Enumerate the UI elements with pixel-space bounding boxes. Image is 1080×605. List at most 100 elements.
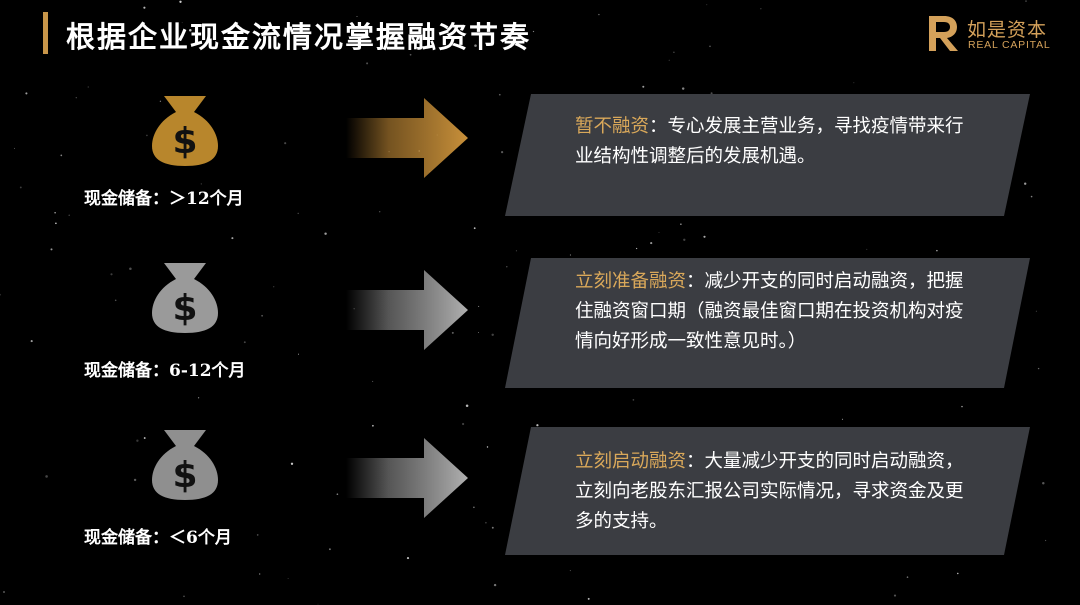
arrow-right-icon bbox=[346, 98, 468, 178]
star bbox=[197, 397, 200, 399]
star bbox=[133, 478, 137, 482]
money-bag-icon: $ bbox=[152, 263, 218, 333]
star bbox=[668, 59, 670, 61]
star bbox=[30, 340, 33, 343]
star bbox=[841, 418, 844, 420]
star bbox=[284, 142, 287, 145]
star bbox=[143, 6, 146, 9]
star bbox=[0, 293, 1, 296]
star bbox=[55, 222, 57, 225]
panel-background bbox=[505, 427, 1030, 555]
star bbox=[110, 273, 113, 276]
star bbox=[703, 235, 706, 238]
star bbox=[485, 521, 487, 524]
star bbox=[143, 437, 146, 439]
strategy-highlight: 立刻启动融资 bbox=[575, 451, 687, 472]
star bbox=[181, 22, 183, 24]
star bbox=[317, 603, 319, 605]
strategy-description: 暂不融资：专心发展主营业务，寻找疫情带来行业结构性调整后的发展机遇。 bbox=[575, 112, 975, 172]
star bbox=[297, 353, 300, 355]
star bbox=[372, 424, 374, 427]
star bbox=[3, 591, 5, 593]
star bbox=[1044, 539, 1047, 542]
star bbox=[328, 548, 331, 551]
star bbox=[19, 186, 22, 189]
star bbox=[25, 92, 28, 95]
star bbox=[366, 62, 369, 65]
star bbox=[473, 506, 475, 509]
star bbox=[259, 573, 261, 575]
star bbox=[121, 198, 123, 199]
star bbox=[273, 286, 275, 288]
arrow-right-icon bbox=[346, 270, 468, 350]
star bbox=[473, 227, 476, 230]
star bbox=[336, 493, 339, 496]
star bbox=[465, 404, 469, 407]
star bbox=[498, 93, 501, 96]
star bbox=[501, 151, 504, 154]
star bbox=[760, 8, 762, 10]
star bbox=[451, 331, 454, 334]
logo-name-cn: 如是资本 bbox=[967, 19, 1048, 41]
panel-background bbox=[505, 258, 1030, 388]
star bbox=[642, 85, 645, 88]
funding-row-3: $ 现金储备：＜6个月 立刻启动融资：大量减少开支的同时启动融资，立刻向老股东汇… bbox=[0, 425, 1080, 595]
funding-row-2: $ 现金储备：6-12个月 立刻准备融资：减少开支的同时启动融资，把握住融资窗口… bbox=[0, 253, 1080, 423]
dollar-symbol: $ bbox=[172, 121, 197, 162]
star bbox=[635, 247, 638, 250]
star bbox=[356, 16, 358, 18]
star bbox=[936, 249, 938, 252]
star bbox=[75, 97, 77, 99]
star bbox=[709, 45, 711, 48]
star bbox=[957, 572, 959, 575]
star bbox=[200, 183, 202, 185]
star bbox=[1035, 310, 1037, 312]
strategy-text: ：减少开支的同时启动融资，把握住融资窗口期（融资最佳窗口期在投资机构对疫情向好形… bbox=[575, 271, 964, 352]
star bbox=[462, 422, 465, 426]
title-accent-bar bbox=[43, 12, 48, 54]
funding-strategy-panel: 立刻启动融资：大量减少开支的同时启动融资，立刻向老股东汇报公司实际情况，寻求资金… bbox=[505, 427, 1030, 555]
star bbox=[183, 595, 185, 598]
star bbox=[632, 399, 635, 401]
star bbox=[680, 223, 682, 225]
star bbox=[866, 248, 868, 250]
star bbox=[474, 44, 477, 47]
star bbox=[45, 475, 48, 478]
strategy-description: 立刻准备融资：减少开支的同时启动融资，把握住融资窗口期（融资最佳窗口期在投资机构… bbox=[575, 267, 975, 357]
company-logo: 如是资本 REAL CAPITAL bbox=[926, 14, 1056, 54]
star bbox=[406, 557, 410, 560]
star bbox=[136, 439, 139, 442]
star bbox=[493, 583, 497, 587]
star bbox=[114, 299, 117, 302]
star bbox=[82, 532, 84, 534]
star bbox=[1037, 367, 1040, 370]
star bbox=[146, 134, 148, 137]
star bbox=[515, 250, 517, 252]
panel-background bbox=[505, 94, 1030, 216]
star bbox=[706, 4, 708, 6]
funding-row-1: $ 现金储备：＞12个月 暂不融资：专心发展主营业务，寻找疫情带来行业结构性调整… bbox=[0, 88, 1080, 258]
dollar-symbol: $ bbox=[172, 288, 197, 329]
star bbox=[1030, 195, 1033, 198]
star bbox=[372, 380, 374, 382]
star bbox=[478, 331, 480, 333]
strategy-description: 立刻启动融资：大量减少开支的同时启动融资，立刻向老股东汇报公司实际情况，寻求资金… bbox=[575, 447, 975, 537]
star bbox=[54, 212, 56, 214]
star bbox=[710, 92, 713, 95]
star bbox=[1025, 0, 1027, 2]
star bbox=[379, 211, 381, 213]
star bbox=[587, 597, 590, 600]
star bbox=[179, 0, 182, 3]
logo-name-en: REAL CAPITAL bbox=[968, 39, 1051, 51]
star bbox=[60, 154, 63, 157]
star bbox=[231, 237, 234, 240]
star bbox=[491, 333, 494, 337]
star bbox=[324, 232, 327, 235]
funding-strategy-panel: 暂不融资：专心发展主营业务，寻找疫情带来行业结构性调整后的发展机遇。 bbox=[505, 94, 1030, 216]
page-title: 根据企业现金流情况掌握融资节奏 bbox=[66, 20, 532, 54]
star bbox=[853, 82, 855, 84]
star bbox=[129, 267, 132, 271]
star bbox=[491, 526, 494, 529]
dollar-symbol: $ bbox=[172, 455, 197, 496]
